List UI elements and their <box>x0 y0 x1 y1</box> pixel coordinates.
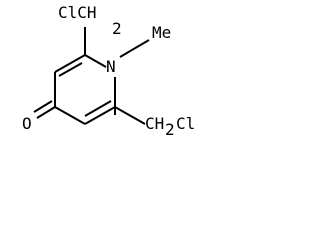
label-oxygen: O <box>22 114 32 133</box>
label-chloromethyl-top-subscript: 2 <box>112 19 122 38</box>
chemical-structure-diagram: ClCH 2 Me N O CH 2 Cl <box>22 3 195 139</box>
label-methyl: Me <box>152 23 171 42</box>
label-chloromethyl-bottom-ch: CH <box>145 114 164 133</box>
label-chloromethyl-top: ClCH <box>58 3 97 22</box>
bond-c2-c3-double <box>58 62 83 77</box>
label-chloromethyl-bottom-subscript: 2 <box>165 120 175 139</box>
bond-c2-c3 <box>54 54 86 73</box>
bond-c4-o-double <box>33 100 53 113</box>
bond-c2-n1 <box>84 54 107 68</box>
bond-c5-c6-double <box>84 100 112 117</box>
label-chloromethyl-bottom-cl: Cl <box>176 114 195 133</box>
bond-c6-ch2-bottom <box>114 106 146 125</box>
label-nitrogen: N <box>106 57 116 76</box>
bond-c4-c5 <box>54 106 86 125</box>
bond-c4-o <box>36 106 56 119</box>
bond-n1-methyl <box>119 39 150 58</box>
bond-c5-c6 <box>84 106 116 125</box>
label-chloromethyl-top-text: ClCH <box>58 3 97 22</box>
